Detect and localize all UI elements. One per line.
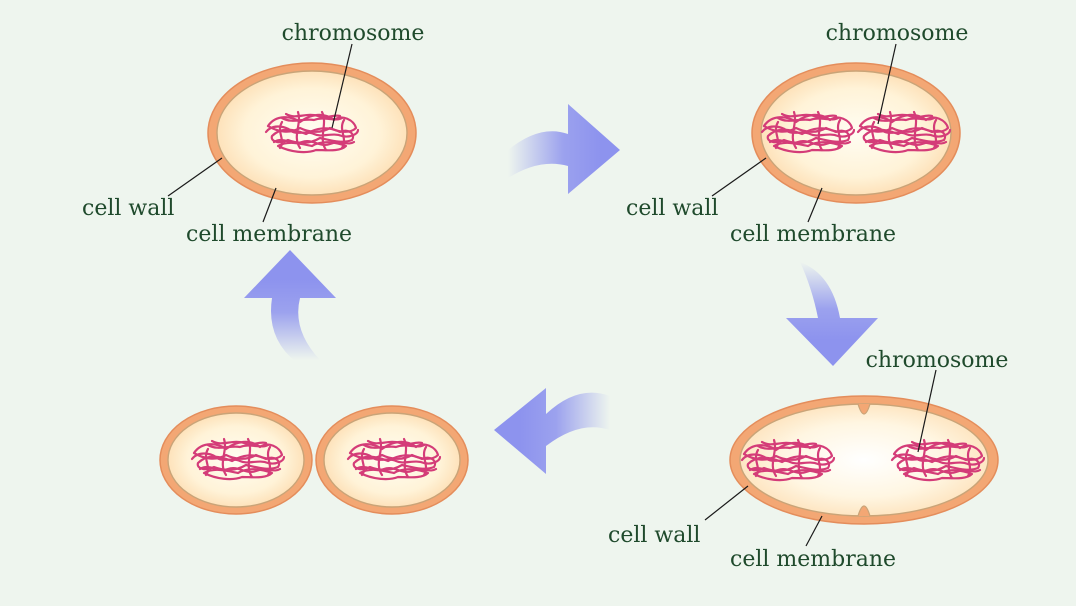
cell-membrane-leader-line — [807, 187, 823, 223]
cell-membrane-leader-line — [262, 187, 277, 223]
chromosome-leader-line — [877, 43, 897, 125]
cell-wall-label: cell wall — [82, 196, 174, 221]
chromosome-leader-line — [331, 43, 353, 129]
stage-2-cell — [751, 62, 961, 204]
cell-wall-leader-line — [167, 157, 223, 197]
cell-membrane-leader-line — [805, 515, 823, 547]
arrow-right-icon — [508, 104, 620, 194]
arrow-left-icon — [494, 388, 610, 474]
arrow-down-icon — [786, 262, 878, 366]
cell-wall-leader-line — [704, 485, 749, 521]
chromosome-label: chromosome — [282, 21, 425, 46]
cell-wall-label: cell wall — [608, 523, 700, 548]
arrow-up-icon — [244, 250, 336, 362]
cell-membrane-label: cell membrane — [186, 222, 352, 247]
cell-membrane-label: cell membrane — [730, 222, 896, 247]
stage-1-cell — [207, 62, 417, 204]
cell-membrane-label: cell membrane — [730, 547, 896, 572]
septum-notch-bottom — [857, 505, 871, 517]
cell-wall-label: cell wall — [626, 196, 718, 221]
septum-notch-top — [857, 403, 871, 415]
stage-3-cell — [729, 395, 999, 525]
chromosome-label: chromosome — [866, 348, 1009, 373]
cell-wall-leader-line — [711, 157, 767, 197]
stage-4-cells — [159, 405, 469, 515]
cell-membrane-shape — [760, 70, 952, 196]
chromosome-label: chromosome — [826, 21, 969, 46]
chromosome-leader-line — [917, 369, 937, 453]
